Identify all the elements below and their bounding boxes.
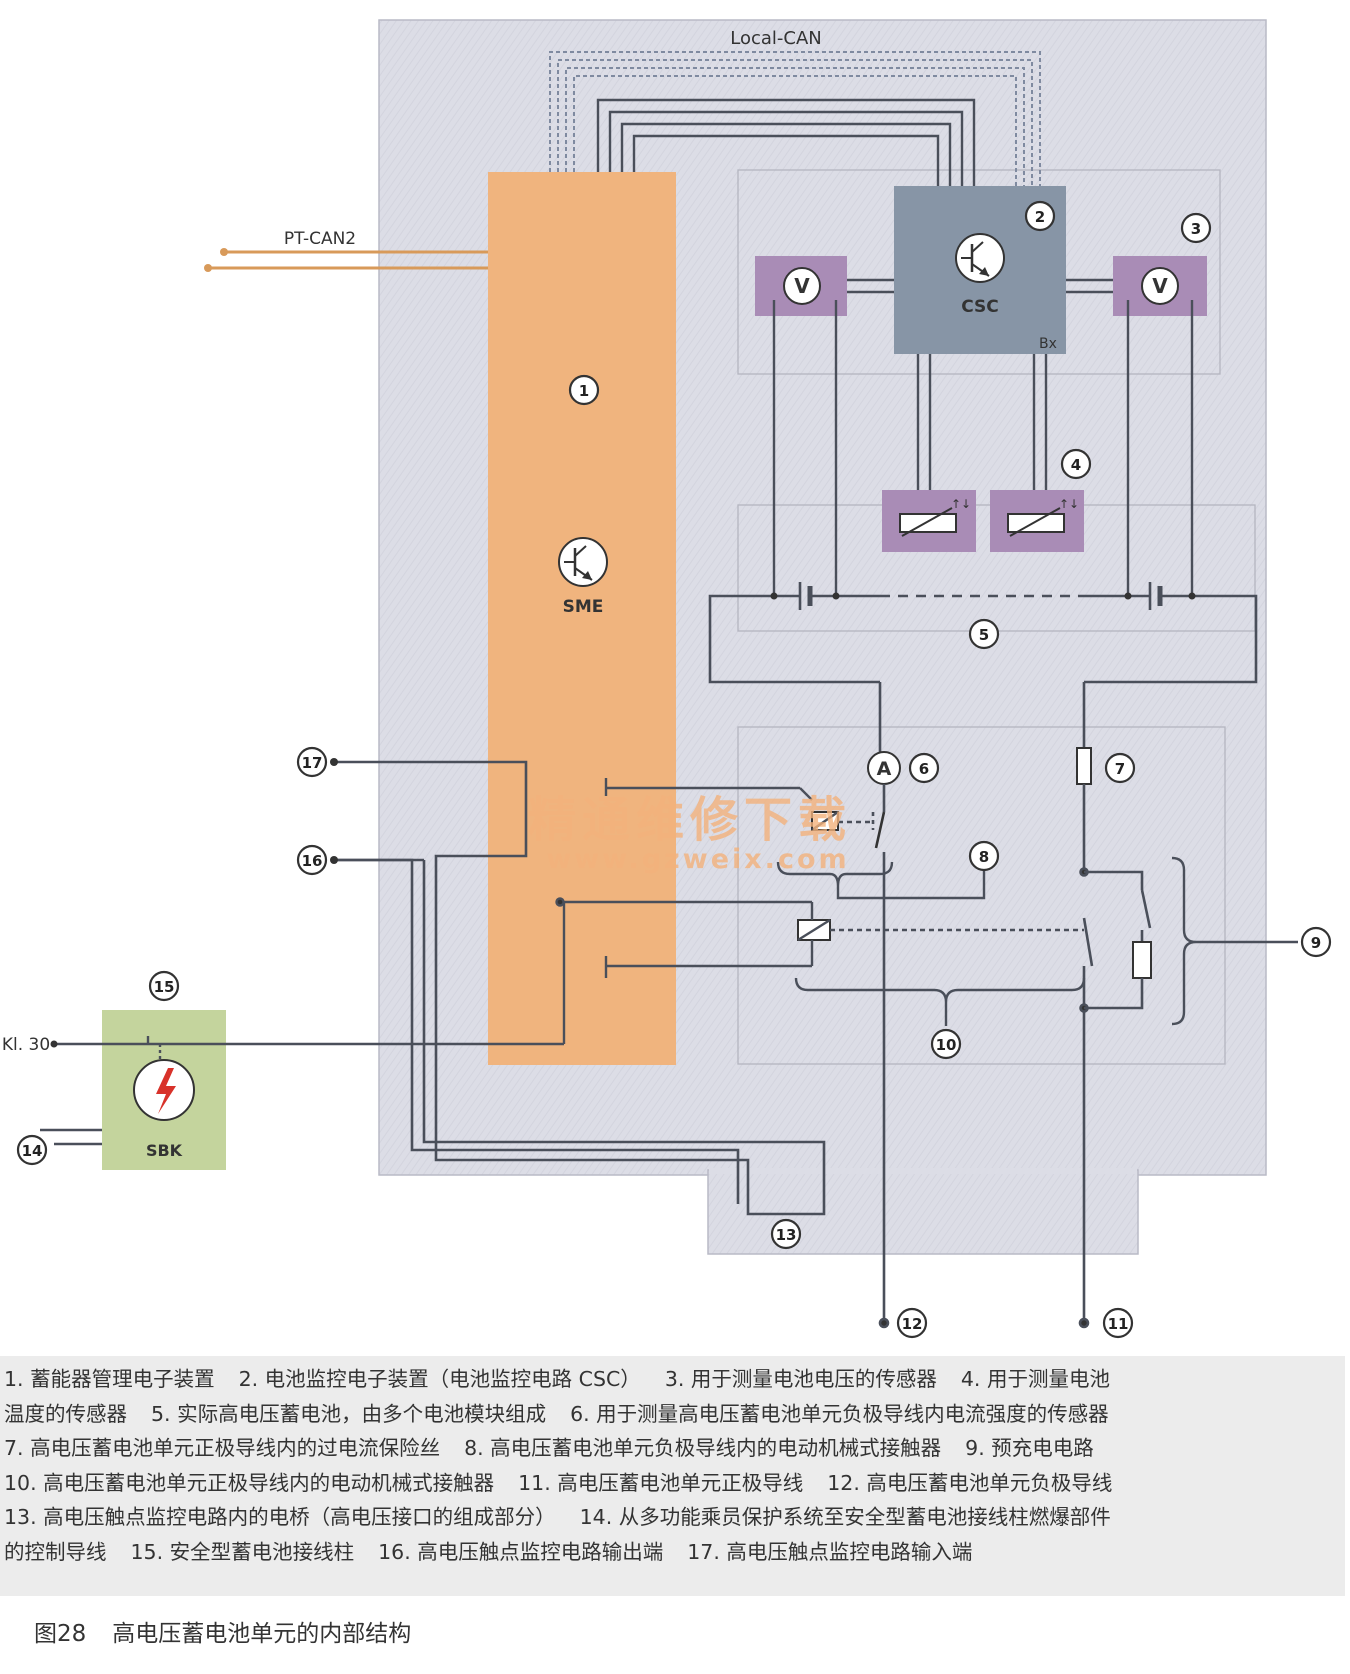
callout-number: 12 [902,1315,923,1333]
legend-item: 1. 蓄能器管理电子装置 [4,1367,215,1391]
legend-item: 11. 高电压蓄电池单元正极导线 [518,1470,804,1495]
watermark: 精通维修下载 www.gzweix.com [528,792,852,875]
callout-number: 17 [302,754,323,772]
legend-item: 16. 高电压触点监控电路输出端 [378,1539,664,1564]
callout-10: 10 [930,1028,962,1060]
legend-item: 4. 用于测量电池 [960,1367,1110,1391]
callout-11: 11 [1102,1307,1134,1339]
callout-number: 7 [1115,760,1125,778]
callout-number: 1 [579,382,589,400]
callout-number: 8 [979,848,989,866]
callout-8: 8 [968,840,1000,872]
pt-can2-bus: PT-CAN2 [204,229,490,272]
callout-number: 13 [776,1226,797,1244]
callout-number: 5 [979,626,989,644]
callout-2: 2 [1024,200,1056,232]
callout-7: 7 [1104,752,1136,784]
callout-13: 13 [770,1218,802,1250]
sensor-leads [772,300,1194,594]
legend-item: 温度的传感器 [4,1401,127,1426]
local-can-bus: Local-CAN [549,28,1041,186]
figure-caption: 图28 高电压蓄电池单元的内部结构 [34,1614,437,1648]
transistor-icon [558,537,608,587]
battery-cells [708,582,1258,684]
kl30-line [40,902,566,1146]
legend-item: 3. 用于测量电池电压的传感器 [664,1367,937,1391]
temperature-sensor-left: ↑↓ [882,490,976,552]
transistor-icon [955,233,1005,283]
callout-number: 16 [302,852,323,870]
legend-row: 1. 蓄能器管理电子装置 2. 电池监控电子装置（电池监控电路 CSC） 3. 用于… [4,1362,1345,1397]
local-can-label: Local-CAN [730,28,822,49]
legend-row: 10. 高电压蓄电池单元正极导线内的电动机械式接触器 11. 高电压蓄电池单元正极… [4,1466,1345,1501]
callout-number: 6 [919,760,929,778]
callout-number: 9 [1311,934,1321,952]
legend-item: 12. 高电压蓄电池单元负极导线 [827,1470,1113,1495]
callout-4: 4 [1060,448,1092,480]
hv-interlock-loop [334,760,826,1216]
sme-unit: SME [488,172,676,1065]
kl30-label: Kl. 30 [2,1035,50,1055]
legend-item: 的控制导线 [4,1539,107,1564]
callout-1: 1 [568,374,600,406]
positive-line [1076,682,1152,1329]
legend: 1. 蓄能器管理电子装置 2. 电池监控电子装置（电池监控电路 CSC） 3. 用于… [0,1356,1345,1596]
callout-12: 12 [896,1307,928,1339]
legend-item: 14. 从多功能乘员保护系统至安全型蓄电池接线柱燃爆部件 [579,1505,1111,1529]
kl30-terminal [50,1040,58,1048]
csc-label: CSC [961,297,999,317]
callout-3: 3 [1180,212,1212,244]
callout-15: 15 [148,970,180,1002]
legend-row: 温度的传感器 5. 实际高电压蓄电池，由多个电池模块组成 6. 用于测量高电压蓄电池… [4,1397,1345,1432]
callout-number: 14 [22,1142,43,1160]
callout-number: 15 [154,978,175,996]
legend-item: 15. 安全型蓄电池接线柱 [130,1539,355,1564]
interlock-terminals [330,758,338,864]
sbk-unit: SBK [102,1010,226,1170]
legend-item: 10. 高电压蓄电池单元正极导线内的电动机械式接触器 [4,1470,495,1495]
callout-6: 6 [908,752,940,784]
voltmeter-label: V [794,274,810,298]
legend-item: 9. 预充电电路 [965,1436,1094,1460]
legend-row: 7. 高电压蓄电池单元正极导线内的过电流保险丝 8. 高电压蓄电池单元负极导线内的… [4,1431,1345,1466]
callout-5: 5 [968,618,1000,650]
figure-number: 图28 [34,1621,87,1647]
watermark-chinese: 精通维修下载 [528,792,852,848]
callout-number: 11 [1108,1315,1129,1333]
bx-label: Bx [1039,336,1057,352]
callout-number: 4 [1071,456,1081,474]
svg-text:↑↓: ↑↓ [1059,497,1079,511]
callout-17: 17 [296,746,328,778]
legend-item: 2. 电池监控电子装置（电池监控电路 CSC） [238,1367,641,1391]
figure-title: 高电压蓄电池单元的内部结构 [112,1621,412,1647]
callout-9: 9 [1300,926,1332,958]
contactor-drive [555,778,1298,1026]
ammeter-label: A [877,758,892,780]
callout-number: 2 [1035,208,1045,226]
sme-label: SME [563,597,604,617]
callout-number: 10 [936,1036,957,1054]
pt-can2-label: PT-CAN2 [284,229,356,249]
legend-item: 17. 高电压触点监控电路输入端 [687,1539,973,1564]
callout-number: 3 [1191,220,1201,238]
callout-16: 16 [296,844,328,876]
callout-14: 14 [16,1134,48,1166]
voltmeter-label: V [1152,274,1168,298]
legend-row: 13. 高电压触点监控电路内的电桥（高电压接口的组成部分） 14. 从多功能乘员保… [4,1500,1345,1535]
legend-row: 的控制导线 15. 安全型蓄电池接线柱 16. 高电压触点监控电路输出端 17. 高电… [4,1535,1345,1570]
temperature-sensor-right: ↑↓ [990,490,1084,552]
voltage-sensor-left: V [755,256,894,316]
legend-item: 8. 高电压蓄电池单元负极导线内的电动机械式接触器 [464,1436,942,1460]
legend-item: 13. 高电压触点监控电路内的电桥（高电压接口的组成部分） [4,1505,556,1529]
watermark-url: www.gzweix.com [546,844,849,875]
legend-item: 7. 高电压蓄电池单元正极导线内的过电流保险丝 [4,1436,441,1460]
legend-item: 6. 用于测量高电压蓄电池单元负极导线内电流强度的传感器 [570,1401,1109,1426]
battery-internal-structure-diagram: Local-CAN PT-CAN2 SME [2,19,1332,1339]
svg-text:↑↓: ↑↓ [951,497,971,511]
sbk-label: SBK [146,1141,183,1160]
legend-item: 5. 实际高电压蓄电池，由多个电池模块组成 [151,1401,547,1426]
